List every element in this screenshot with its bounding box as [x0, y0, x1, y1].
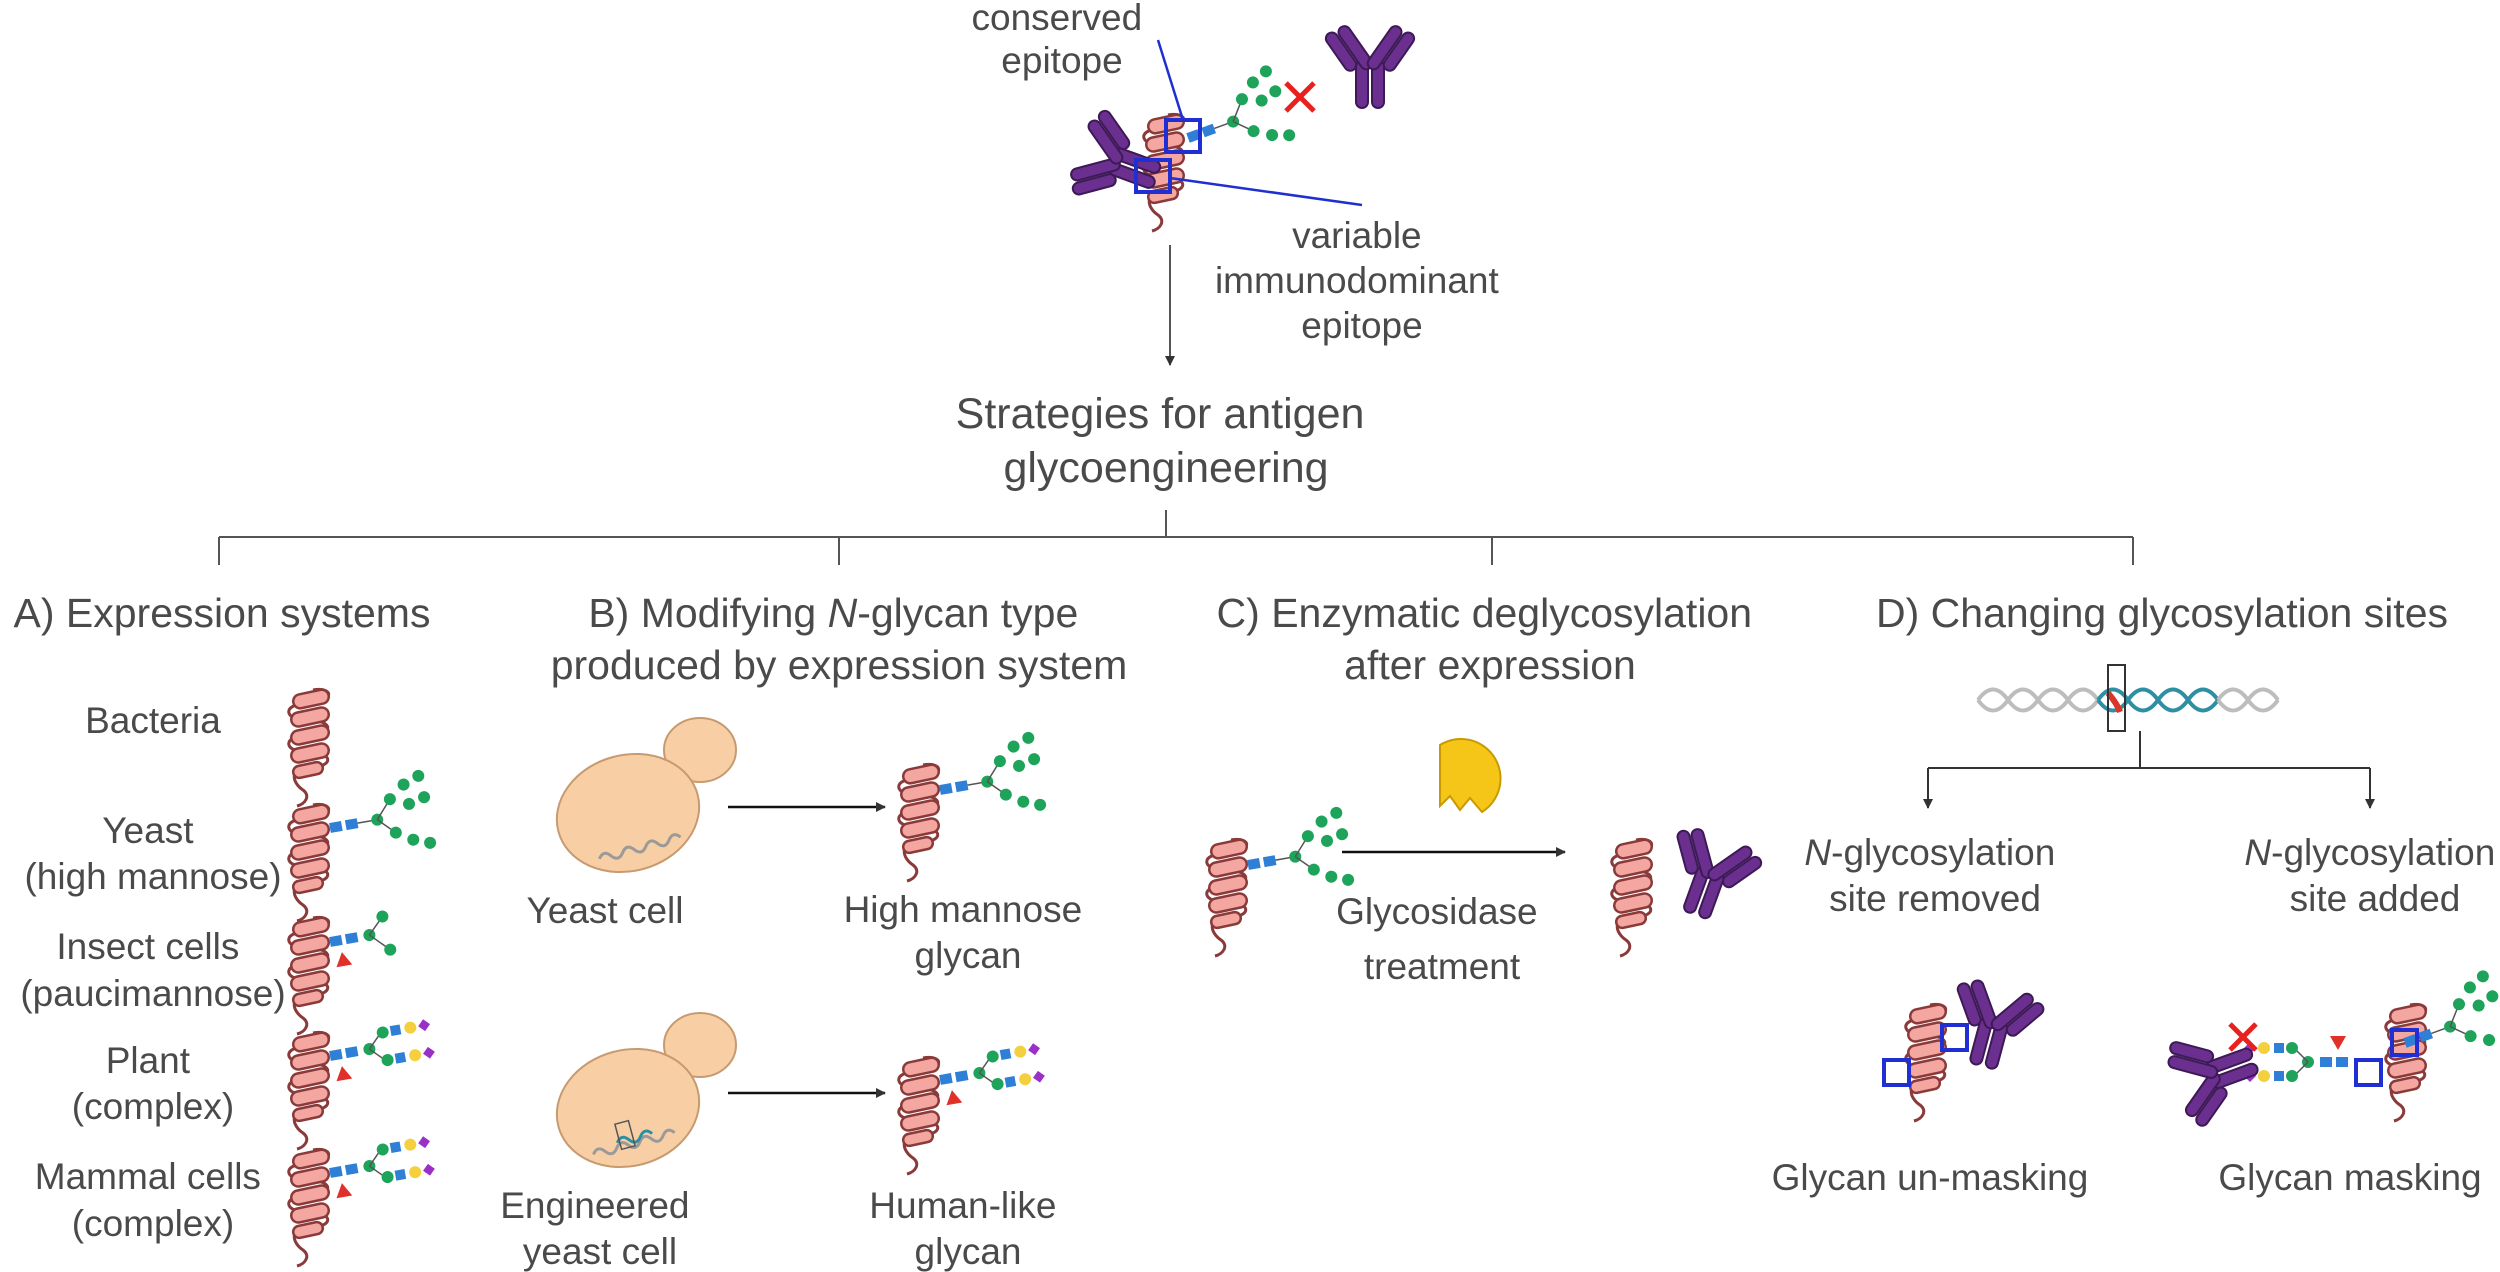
- yeast-cell-label: Yeast cell: [526, 890, 683, 931]
- glycosidase-enzyme-icon: [1439, 737, 1502, 814]
- section-c-heading: C) Enzymatic deglycosylation after expre…: [1217, 590, 1764, 688]
- block-cross-icon: [1284, 81, 1316, 113]
- glycan-unmasking-label: Glycan un-masking: [1772, 1157, 2089, 1198]
- section-a-items: Bacteria Yeast (high mannose) Insect cel…: [20, 686, 440, 1268]
- expression-insect-label: Insect cells (paucimannose): [20, 926, 285, 1014]
- expression-plant-label: Plant (complex): [72, 1040, 234, 1127]
- diagram-title: Strategies for antigen glycoengineering: [956, 390, 1377, 492]
- human-like-label: Human-like glycan: [869, 1185, 1066, 1272]
- top-antigen-illustration: [1061, 22, 1418, 233]
- glycosidase-treatment-label: Glycosidase treatment: [1336, 891, 1548, 987]
- d-branch-lines: [1923, 731, 2375, 809]
- site-removed-label: N-glycosylation site removed: [1804, 832, 2065, 919]
- engineered-yeast-cell-icon: [555, 1012, 737, 1169]
- dna-icon: [1976, 664, 2280, 732]
- masking-illustration: [2158, 967, 2500, 1134]
- yeast-cell-icon: [555, 717, 737, 874]
- high-mannose-label: High mannose glycan: [844, 889, 1093, 976]
- conserved-epitope-label: conserved epitope: [972, 0, 1153, 81]
- variable-epitope-label: variable immunodominant epitope: [1215, 215, 1509, 346]
- engineered-yeast-label: Engineered yeast cell: [500, 1185, 700, 1272]
- masking-block-cross-icon: [2228, 1022, 2258, 1052]
- section-a-heading: A) Expression systems: [14, 590, 431, 636]
- unmasking-illustration: [1882, 971, 2051, 1123]
- expression-yeast-label: Yeast (high mannose): [24, 810, 281, 897]
- site-added-label: N-glycosylation site added: [2244, 832, 2500, 919]
- branch-lines: [218, 510, 2134, 565]
- expression-mammal-label: Mammal cells (complex): [35, 1156, 271, 1244]
- expression-bacteria-label: Bacteria: [85, 700, 221, 741]
- section-b-heading: B) Modifying N-glycan type produced by e…: [551, 590, 1128, 688]
- variable-epitope-box: [1134, 158, 1172, 194]
- section-d-heading: D) Changing glycosylation sites: [1876, 590, 2448, 636]
- glycan-masking-label: Glycan masking: [2218, 1157, 2481, 1198]
